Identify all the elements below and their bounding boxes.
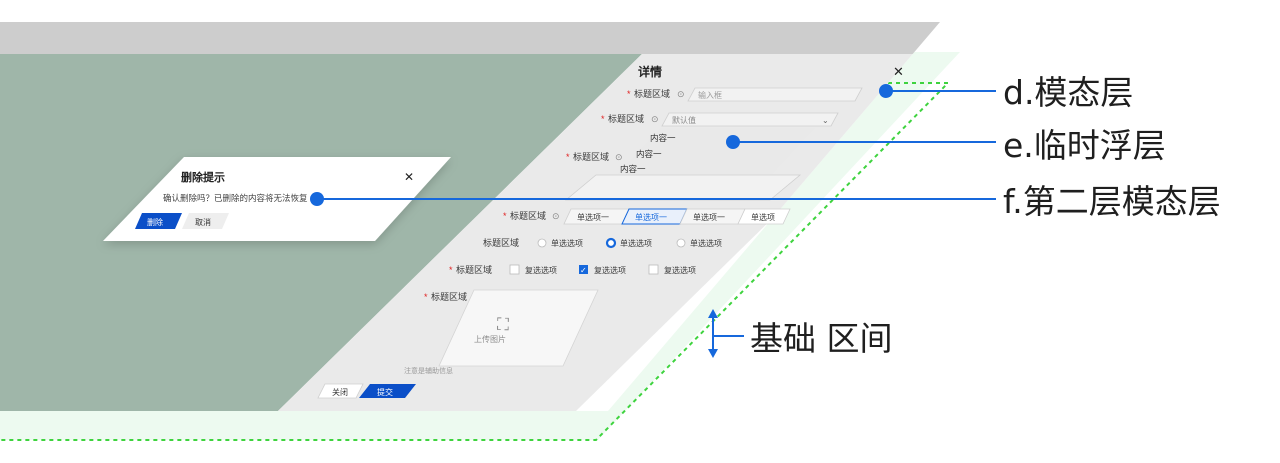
dialog-message: 确认删除吗？已删除的内容将无法恢复 bbox=[163, 193, 308, 203]
dialog-close-icon[interactable]: ✕ bbox=[404, 170, 414, 184]
segment-option-label: 单选项一 bbox=[635, 212, 667, 222]
segment-option[interactable] bbox=[737, 208, 791, 225]
chevron-down-icon: ⌄ bbox=[822, 116, 829, 125]
radio-label: 单选选项 bbox=[690, 238, 722, 248]
submit-button[interactable] bbox=[359, 384, 416, 398]
callout-temp-float-layer: e.临时浮层 bbox=[1003, 126, 1166, 165]
field-label: 标题区域 bbox=[483, 237, 519, 248]
check-icon: ✓ bbox=[580, 266, 587, 275]
required-star: * bbox=[566, 152, 570, 162]
select-placeholder: 默认值 bbox=[672, 115, 696, 125]
field-label: 标题区域 bbox=[573, 151, 609, 162]
required-star: * bbox=[424, 292, 428, 302]
help-icon: ⊙ bbox=[552, 211, 560, 221]
dialog-delete-label: 删除 bbox=[147, 217, 163, 227]
required-star: * bbox=[627, 89, 631, 99]
dialog-delete-button[interactable] bbox=[135, 213, 182, 229]
field-label: 标题区域 bbox=[510, 210, 546, 221]
submit-button-label: 提交 bbox=[377, 387, 393, 397]
drawer-content: 详情 ✕ * 标题区域 ⊙ 输入框 * 标题区域 ⊙ 默认值 ⌄ 内容一 内容一… bbox=[317, 64, 904, 399]
callout-second-modal-layer: f.第二层模态层 bbox=[1003, 182, 1221, 221]
select-field[interactable] bbox=[661, 112, 839, 127]
radio-label: 单选选项 bbox=[620, 238, 652, 248]
upload-label: 上传图片 bbox=[474, 334, 506, 344]
close-button-label: 关闭 bbox=[332, 387, 348, 397]
callout-connectors bbox=[310, 84, 996, 358]
dialog-title: 删除提示 bbox=[181, 170, 225, 184]
dialog-cancel-label: 取消 bbox=[195, 217, 211, 227]
required-star: * bbox=[503, 211, 507, 221]
callout-base-range: 基础 区间 bbox=[750, 319, 893, 358]
delete-dialog: 删除提示 ✕ 确认删除吗？已删除的内容将无法恢复 删除 取消 bbox=[103, 157, 451, 241]
textarea[interactable] bbox=[564, 174, 802, 201]
required-star: * bbox=[449, 265, 453, 275]
connector-e-dot bbox=[726, 135, 740, 149]
close-button[interactable] bbox=[317, 383, 364, 399]
segment-option-label: 单选项一 bbox=[693, 212, 725, 222]
checkbox-label: 复选选项 bbox=[525, 265, 557, 275]
dropdown-item[interactable]: 内容一 bbox=[636, 149, 662, 159]
field-label: 标题区域 bbox=[431, 291, 467, 302]
radio-button-checked[interactable] bbox=[605, 237, 617, 249]
callout-modal-layer: d.模态层 bbox=[1003, 73, 1134, 112]
checkbox-label: 复选选项 bbox=[594, 265, 626, 275]
checkbox[interactable] bbox=[509, 264, 520, 275]
dropdown-item[interactable]: 内容一 bbox=[650, 133, 676, 143]
required-star: * bbox=[601, 114, 605, 124]
help-icon: ⊙ bbox=[651, 114, 659, 124]
segment-option-label: 单选项 bbox=[751, 212, 775, 222]
drawer-close-icon[interactable]: ✕ bbox=[893, 64, 904, 79]
radio-button[interactable] bbox=[537, 238, 547, 248]
base-range-arrow-up bbox=[708, 309, 718, 318]
checkbox[interactable] bbox=[648, 264, 659, 275]
drawer-title: 详情 bbox=[638, 64, 662, 79]
checkbox-checked[interactable] bbox=[579, 265, 588, 274]
segment-option-label: 单选项一 bbox=[577, 212, 609, 222]
image-upload-icon: ⛶ bbox=[497, 315, 509, 334]
field-label: 标题区域 bbox=[608, 113, 644, 124]
field-label: 标题区域 bbox=[456, 264, 492, 275]
text-input[interactable] bbox=[687, 87, 863, 102]
help-icon: ⊙ bbox=[677, 89, 685, 99]
radio-button[interactable] bbox=[676, 238, 686, 248]
hint-text: 注意是辅助信息 bbox=[404, 366, 453, 375]
connector-d-dot bbox=[879, 84, 893, 98]
base-range-arrow-down bbox=[708, 349, 718, 358]
help-icon: ⊙ bbox=[615, 152, 623, 162]
text-input-placeholder: 输入框 bbox=[698, 90, 722, 100]
dialog-cancel-button[interactable] bbox=[182, 213, 229, 229]
checkbox-label: 复选选项 bbox=[664, 265, 696, 275]
upload-box[interactable] bbox=[438, 289, 599, 367]
field-label: 标题区域 bbox=[634, 88, 670, 99]
connector-f-dot bbox=[310, 192, 324, 206]
mask-band bbox=[0, 22, 940, 54]
dropdown-item[interactable]: 内容一 bbox=[620, 164, 646, 174]
radio-label: 单选选项 bbox=[551, 238, 583, 248]
